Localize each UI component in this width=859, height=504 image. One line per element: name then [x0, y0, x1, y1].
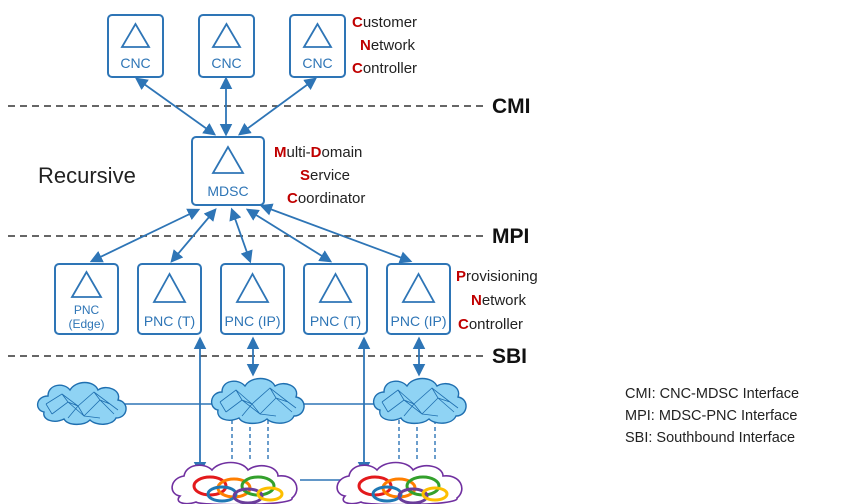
cnc-label: CNC — [211, 55, 241, 71]
triangle-icon — [152, 272, 187, 303]
triangle-icon — [70, 270, 103, 298]
cmi-label: CMI — [492, 95, 531, 118]
cnc-node[interactable]: CNC — [289, 14, 346, 78]
legend-cmi: CMI: CNC-MDSC Interface — [625, 386, 799, 402]
mdsc-role-line: Service — [300, 167, 350, 184]
cnc-node[interactable]: CNC — [107, 14, 164, 78]
pnc-label: PNC (T) — [310, 313, 361, 329]
customer-role-line: Network — [360, 37, 416, 54]
customer-role-line: Controller — [352, 60, 417, 77]
triangle-icon — [235, 272, 270, 303]
pnc-node[interactable]: PNC (T) — [137, 263, 202, 335]
pnc-label: PNC (T) — [144, 313, 195, 329]
pnc-label: PNC (IP) — [391, 313, 447, 329]
sbi-label: SBI — [492, 345, 527, 368]
legend-mpi: MPI: MDSC-PNC Interface — [625, 408, 797, 424]
provisioning-role-line: Provisioning — [456, 268, 538, 285]
triangle-icon — [318, 272, 353, 303]
pnc-node[interactable]: PNC (IP) — [386, 263, 451, 335]
rainbow-ring-cloud-icon — [171, 461, 298, 504]
mdsc-pnc-link — [170, 208, 217, 263]
ip-optical-mapping — [231, 420, 436, 462]
pnc-label: PNC — [74, 303, 100, 317]
blue-mesh-cloud-icon — [373, 377, 467, 425]
triangle-icon — [211, 22, 242, 48]
cnc-label: CNC — [120, 55, 150, 71]
mdsc-role-line: Coordinator — [287, 190, 365, 207]
pnc-label: PNC (IP) — [225, 313, 281, 329]
provisioning-role-line: Controller — [458, 316, 523, 333]
pnc-node[interactable]: PNC (IP) — [220, 263, 285, 335]
pnc-node[interactable]: PNC (Edge) — [54, 263, 119, 335]
pnc-node[interactable]: PNC (T) — [303, 263, 368, 335]
customer-role-line: Customer — [352, 14, 417, 31]
rainbow-ring-cloud-icon — [336, 461, 463, 504]
cnc-mdsc-link — [237, 77, 318, 136]
cnc-mdsc-link — [134, 77, 217, 136]
mdsc-role-line: Multi-Domain — [274, 144, 362, 161]
triangle-icon — [302, 22, 333, 48]
recursive-label: Recursive — [38, 163, 136, 188]
cnc-label: CNC — [302, 55, 332, 71]
legend-sbi: SBI: Southbound Interface — [625, 430, 795, 446]
mdsc-pnc-link — [259, 203, 413, 264]
mpi-label: MPI — [492, 225, 529, 248]
mdsc-node[interactable]: MDSC — [191, 136, 265, 206]
mdsc-label: MDSC — [207, 183, 248, 199]
pnc-sublabel: (Edge) — [68, 317, 104, 331]
cnc-node[interactable]: CNC — [198, 14, 255, 78]
provisioning-role-line: Network — [471, 292, 527, 309]
triangle-icon — [120, 22, 151, 48]
triangle-icon — [211, 145, 245, 174]
mdsc-pnc-link — [229, 207, 253, 264]
triangle-icon — [401, 272, 436, 303]
blue-mesh-cloud-icon — [37, 381, 127, 426]
blue-mesh-cloud-icon — [211, 377, 305, 425]
